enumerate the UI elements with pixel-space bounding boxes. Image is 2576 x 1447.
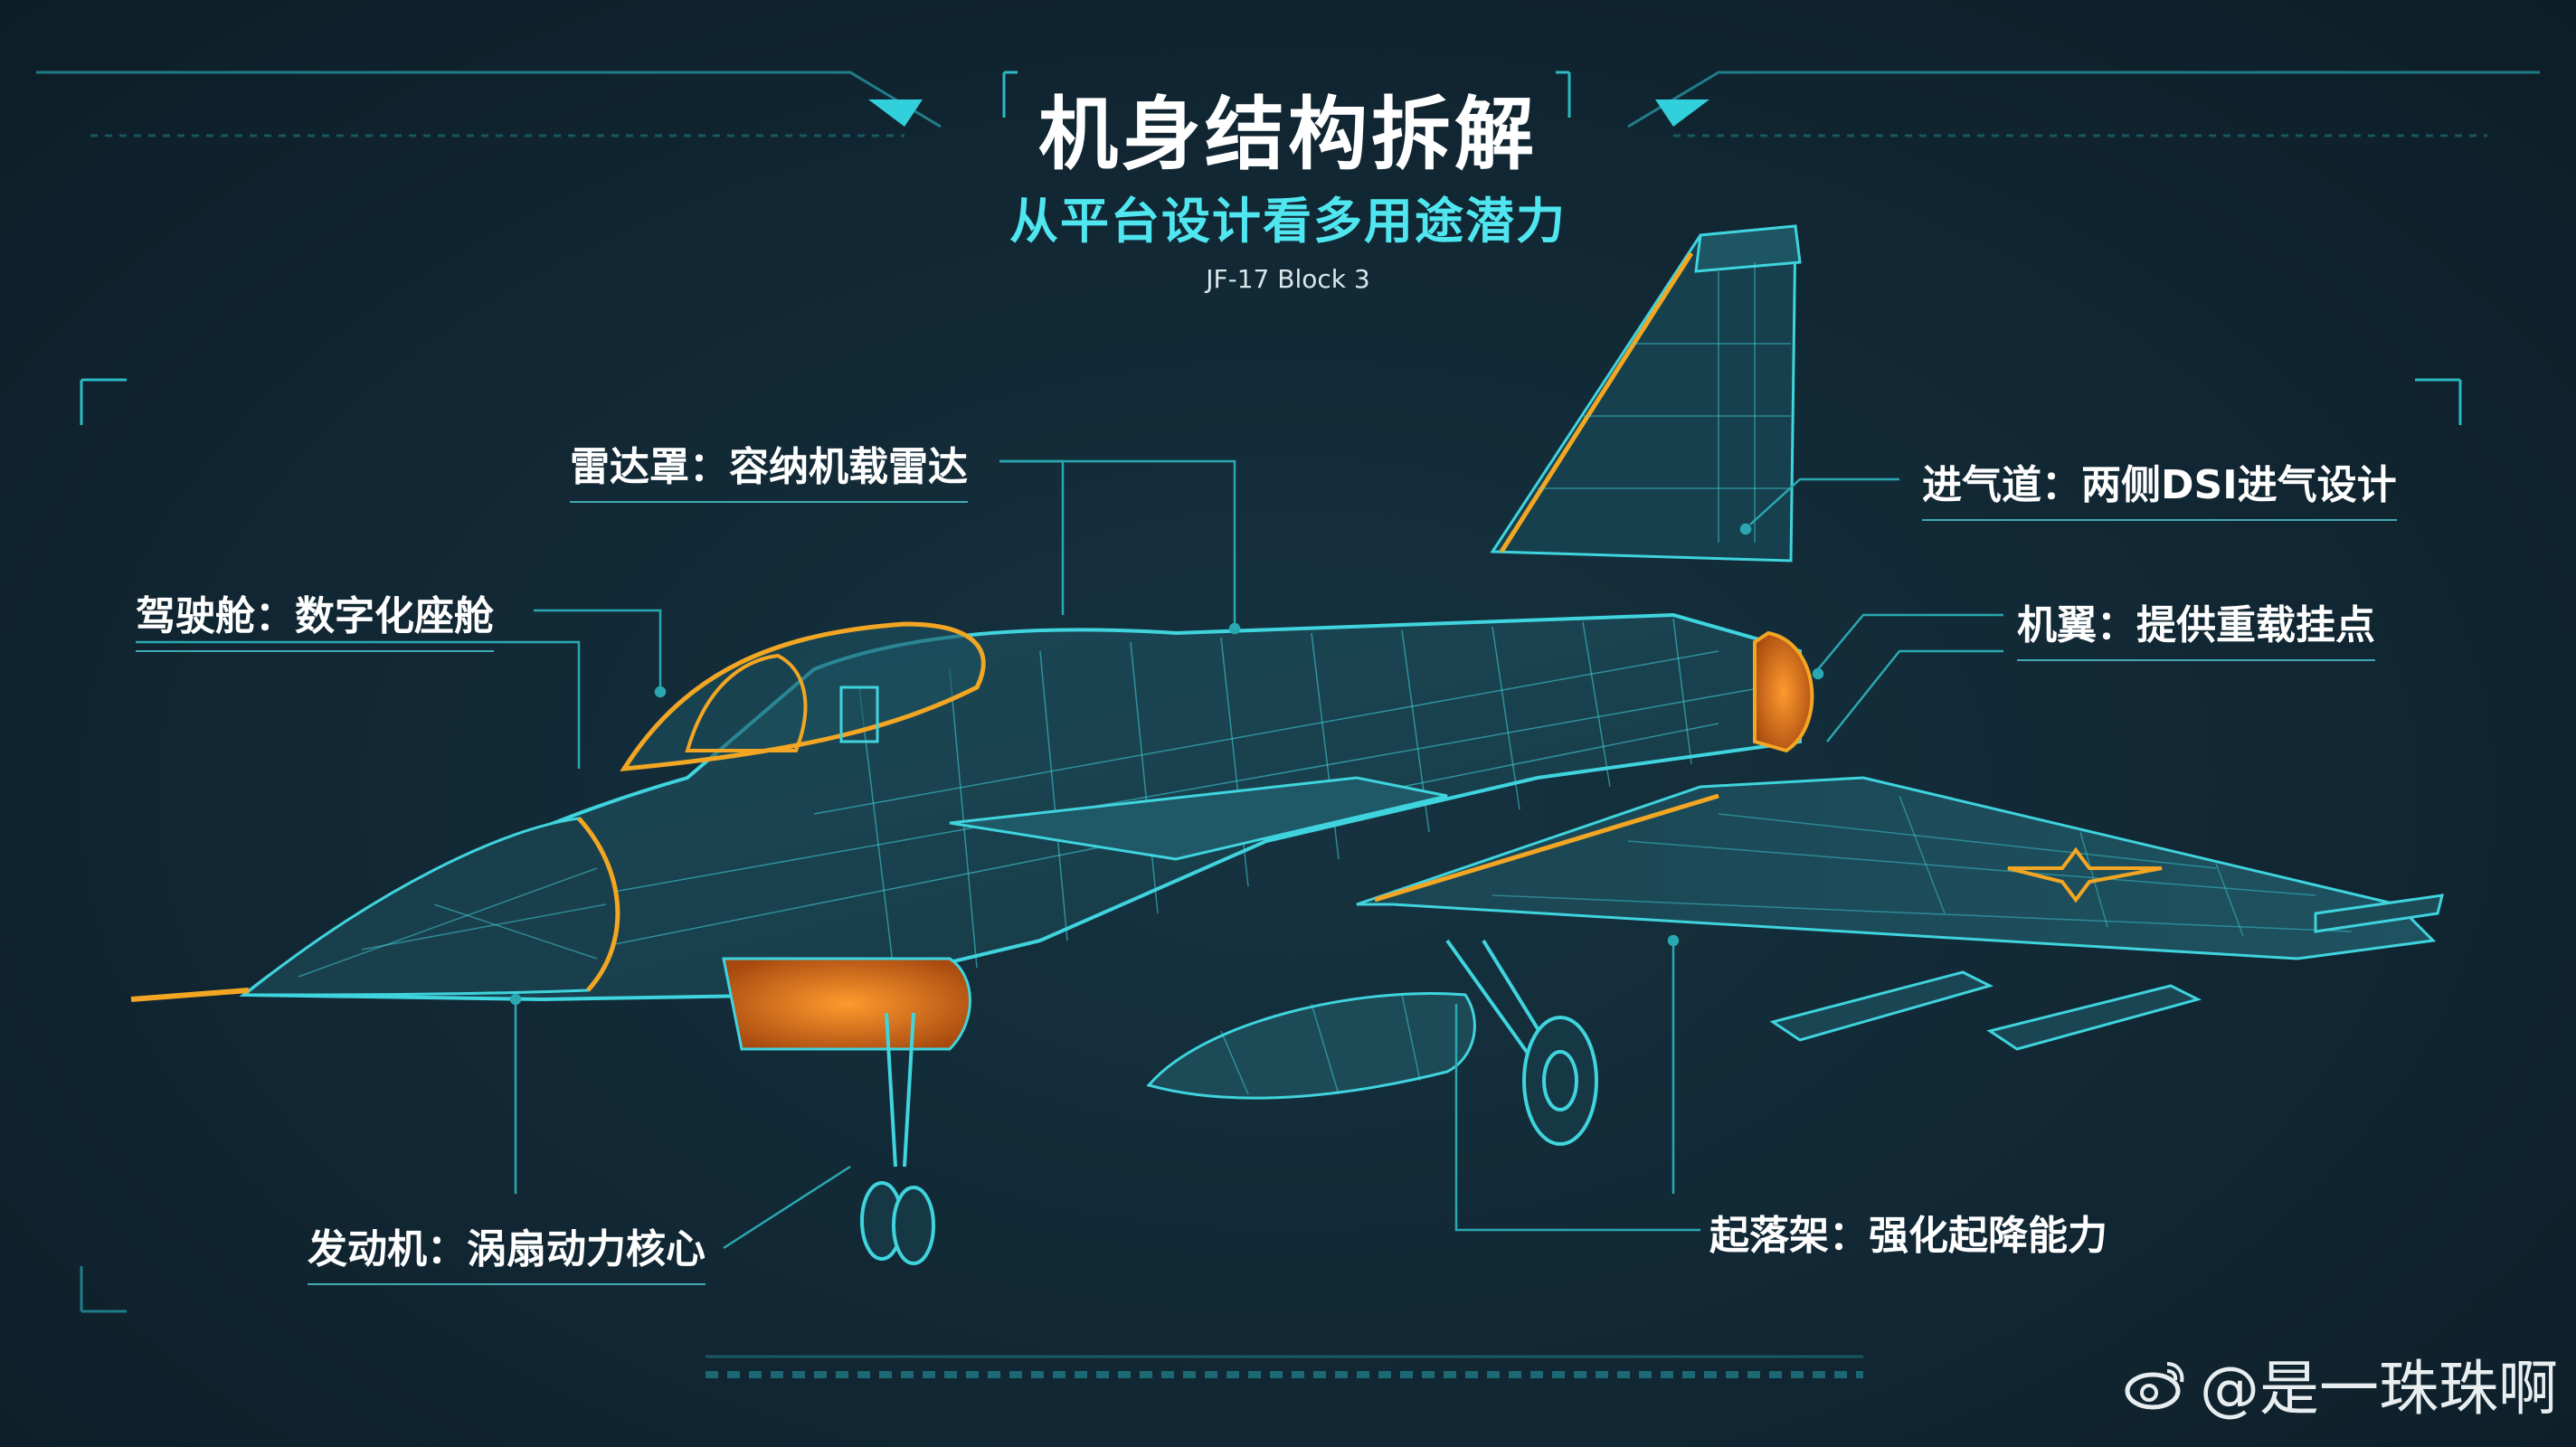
landing-gear [860,939,1598,1265]
main-wing [1356,776,2444,1051]
fuselage [130,612,1814,1051]
callout-cockpit: 驾驶舱：数字化座舱 [136,583,494,652]
weibo-icon [2125,1362,2184,1410]
callout-intake: 进气道：两侧DSI进气设计 [1922,452,2397,521]
callout-landing-gear: 起落架：强化起降能力 [1709,1213,2107,1259]
watermark-text: @是一珠珠啊 [2200,1354,2558,1423]
external-fuel-tank [1146,991,1476,1100]
callout-leader-lines [136,459,2003,1250]
callout-wing: 机翼：提供重载挂点 [2017,592,2375,661]
callout-engine: 发动机：涡扇动力核心 [308,1216,706,1285]
hud-frame [36,71,2540,1378]
page-subtitle: 从平台设计看多用途潜力 [1009,193,1567,250]
vertical-tail [1490,224,1802,563]
page-title: 机身结构拆解 [1037,88,1538,181]
callout-radome: 雷达罩：容纳机载雷达 [570,434,968,503]
watermark: @是一珠珠啊 [2124,1340,2558,1427]
aircraft-model-label: JF-17 Block 3 [1206,264,1370,294]
